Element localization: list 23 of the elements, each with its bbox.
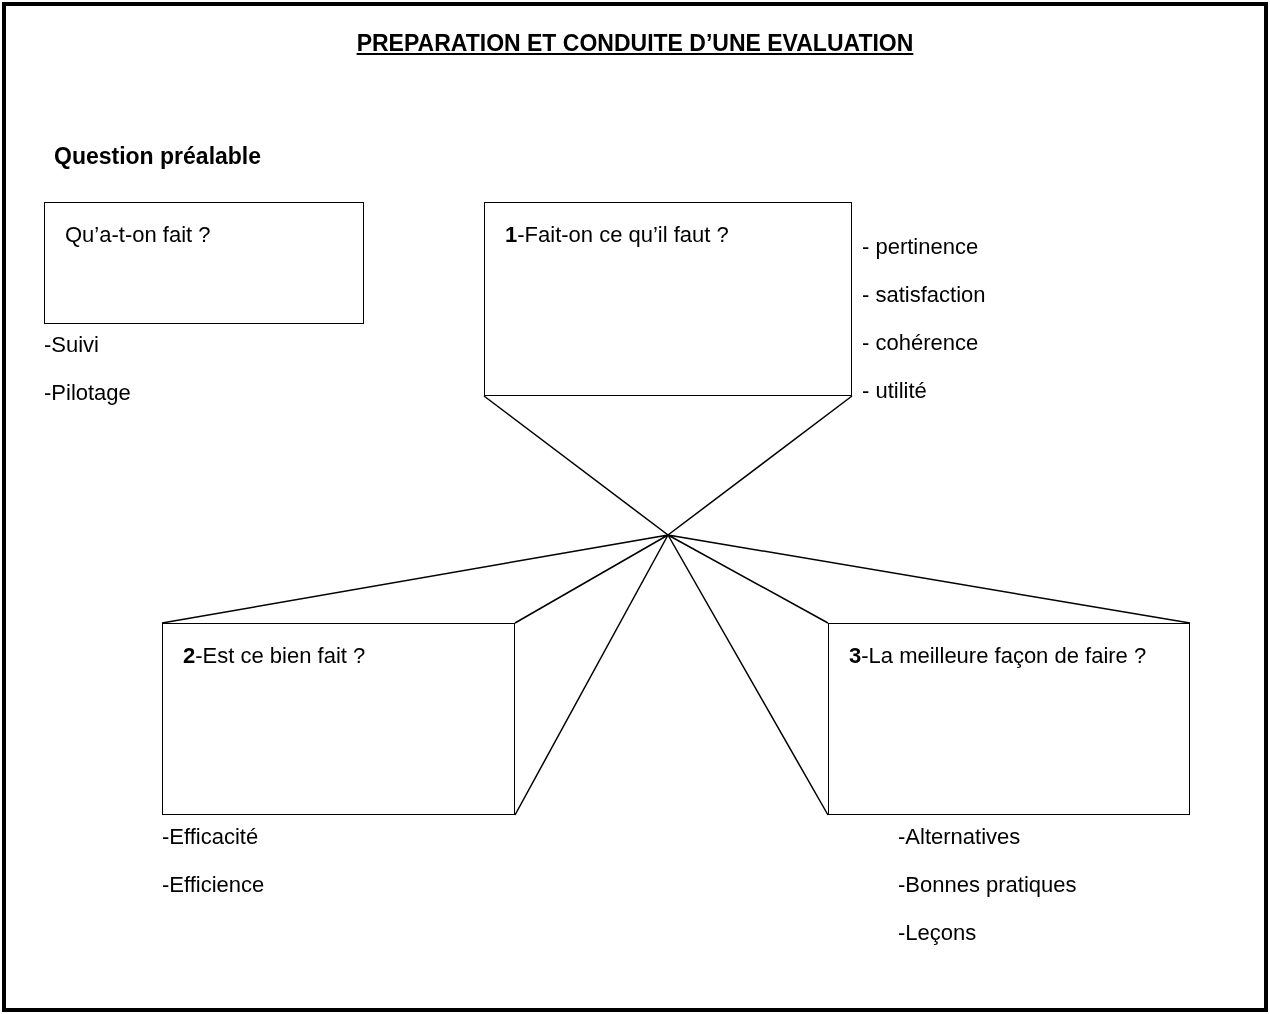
question-box [162, 623, 515, 815]
criterion-text: -Efficacité [162, 823, 259, 851]
question-text: Qu’a-t-on fait ? [65, 221, 212, 249]
question-text: 3-La meilleure façon de faire ? [849, 642, 1148, 670]
question-box [484, 202, 852, 396]
section-heading: Question préalable [54, 142, 262, 171]
question-box [828, 623, 1190, 815]
question-text: 2-Est ce bien fait ? [183, 642, 367, 670]
criterion-text: -Alternatives [898, 823, 1021, 851]
criterion-text: -Suivi [44, 331, 99, 359]
criterion-text: -Efficience [162, 871, 265, 899]
criterion-text: -Leçons [898, 919, 977, 947]
criterion-text: - satisfaction [862, 281, 986, 309]
criterion-text: -Pilotage [44, 379, 131, 407]
title: PREPARATION ET CONDUITE D’UNE EVALUATION [355, 29, 915, 58]
question-text: 1-Fait-on ce qu’il faut ? [505, 221, 730, 249]
criterion-text: - utilité [862, 377, 927, 405]
connector-lines [161, 395, 670, 816]
criterion-text: - pertinence [862, 233, 979, 261]
question-box [44, 202, 364, 324]
connector-lines [666, 395, 1191, 816]
criterion-text: -Bonnes pratiques [898, 871, 1077, 899]
criterion-text: - cohérence [862, 329, 979, 357]
